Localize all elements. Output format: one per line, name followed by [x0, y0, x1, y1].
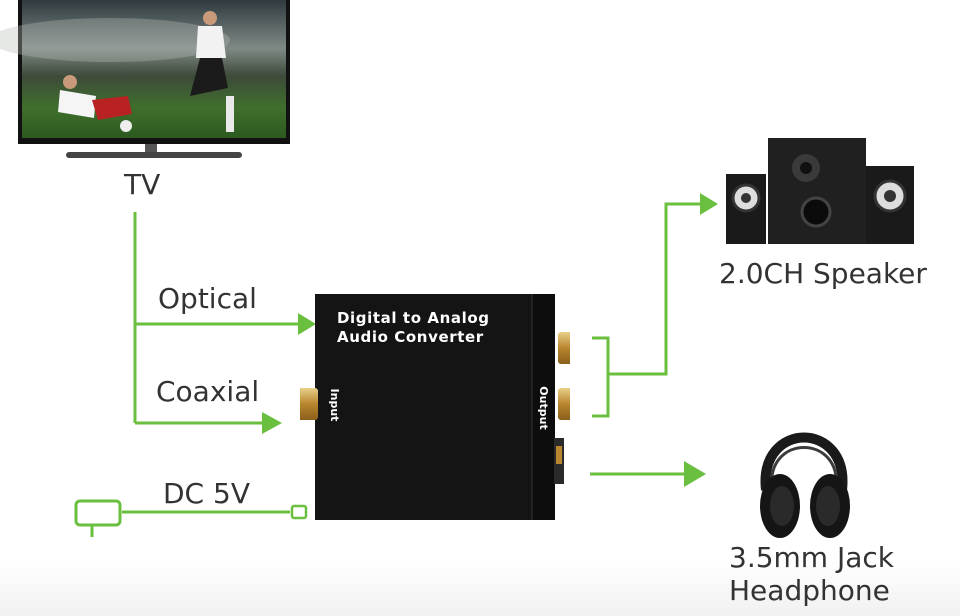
speaker-label: 2.0CH Speaker	[719, 257, 927, 290]
converter-title-line1: Digital to Analog	[337, 309, 490, 327]
coaxial-label: Coaxial	[156, 375, 260, 408]
headphone-arrow	[684, 461, 706, 487]
converter-device	[300, 294, 570, 520]
output-rca-jacks	[554, 332, 570, 484]
optical-label: Optical	[158, 282, 257, 315]
converter-output-label: Output	[537, 386, 550, 430]
converter-title: Digital to Analog Audio Converter	[337, 309, 490, 347]
speaker-arrow	[700, 193, 718, 215]
coaxial-arrow	[262, 412, 282, 434]
dc-5v-label: DC 5V	[163, 477, 250, 510]
speaker-icon	[726, 138, 914, 244]
headphone-label-line2: Headphone	[729, 574, 890, 607]
input-coax-jack	[300, 388, 318, 420]
speaker-line	[608, 202, 700, 376]
power-adapter-icon	[74, 499, 122, 537]
converter-title-line2: Audio Converter	[337, 328, 484, 346]
headphone-label-line1: 3.5mm Jack	[729, 541, 895, 574]
dc-plug-icon	[290, 504, 308, 520]
tv-icon	[0, 0, 290, 158]
output-bracket	[592, 336, 610, 418]
headphone-icon	[760, 432, 850, 538]
tv-label: TV	[124, 168, 161, 201]
optical-arrow	[298, 313, 316, 335]
converter-input-label: Input	[328, 388, 341, 422]
